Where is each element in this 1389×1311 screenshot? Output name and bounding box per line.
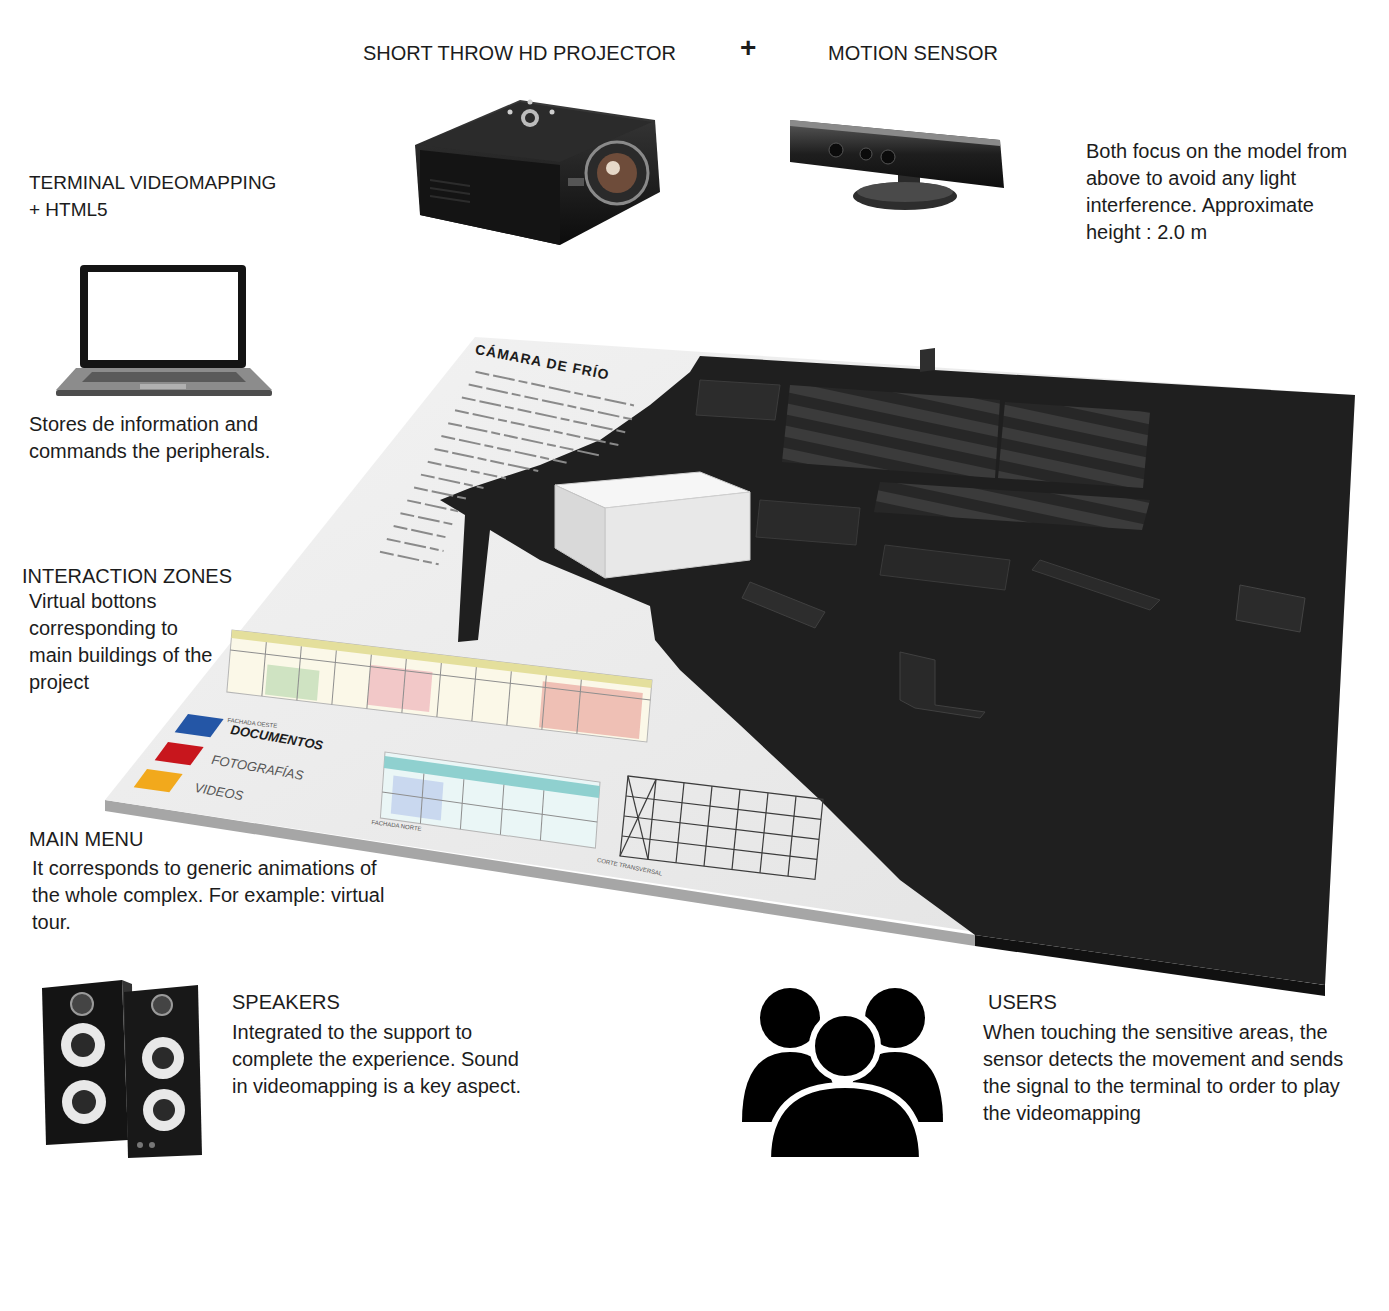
speakers-icon bbox=[42, 980, 202, 1158]
menu-heading: MAIN MENU bbox=[29, 826, 143, 853]
building-block bbox=[900, 652, 985, 718]
facade-drawing bbox=[227, 630, 652, 742]
device-heading: SHORT THROW HD PROJECTOR bbox=[363, 40, 676, 67]
speakers-note: Integrated to the support to complete th… bbox=[232, 1019, 527, 1100]
highlighted-building bbox=[555, 485, 605, 578]
plus-sign: + bbox=[740, 34, 756, 61]
legend-swatch bbox=[155, 742, 204, 765]
facade-drawing bbox=[380, 752, 600, 848]
legend-swatch bbox=[175, 714, 224, 737]
text-paragraph-strokes bbox=[380, 360, 636, 597]
zone-heading: INTERACTION ZONES bbox=[22, 563, 232, 590]
building-block bbox=[1032, 560, 1160, 610]
drawing-caption: FACHADA NORTE bbox=[371, 818, 422, 833]
terminal-heading: TERMINAL VIDEOMAPPING + HTML5 bbox=[29, 169, 284, 223]
model-title: CÁMARA DE FRÍO bbox=[473, 336, 612, 389]
model-land bbox=[440, 356, 1355, 985]
users-heading: USERS bbox=[988, 989, 1057, 1016]
building-block bbox=[756, 500, 860, 545]
legend-text: VIDEOS bbox=[193, 780, 244, 804]
building-block bbox=[920, 348, 935, 372]
users-icon bbox=[742, 988, 943, 1160]
building-block bbox=[782, 385, 1000, 478]
building-block bbox=[874, 482, 1150, 530]
drawing-caption: CORTE TRANSVERSAL bbox=[596, 856, 663, 878]
projector-icon bbox=[415, 100, 660, 246]
speakers-heading: SPEAKERS bbox=[232, 989, 340, 1016]
menu-note: It corresponds to generic animations of … bbox=[32, 855, 402, 936]
users-note: When touching the sensitive areas, the s… bbox=[983, 1019, 1368, 1127]
building-block bbox=[998, 402, 1150, 488]
legend-text: FOTOGRAFÍAS bbox=[210, 752, 304, 784]
terminal-note: Stores de information and commands the p… bbox=[29, 411, 319, 465]
device-heading: MOTION SENSOR bbox=[828, 40, 998, 67]
building-block bbox=[880, 545, 1010, 590]
building-block bbox=[742, 582, 825, 628]
motion-sensor-icon bbox=[790, 120, 1004, 210]
laptop-icon bbox=[56, 265, 272, 396]
highlighted-building bbox=[605, 492, 750, 578]
zone-note: Virtual bottons corresponding to main bu… bbox=[29, 588, 214, 696]
section-drawing bbox=[620, 776, 823, 879]
building-block bbox=[1236, 585, 1305, 632]
legend-swatch bbox=[134, 769, 183, 792]
building-block bbox=[696, 380, 780, 420]
device-note: Both focus on the model from above to av… bbox=[1086, 138, 1371, 246]
